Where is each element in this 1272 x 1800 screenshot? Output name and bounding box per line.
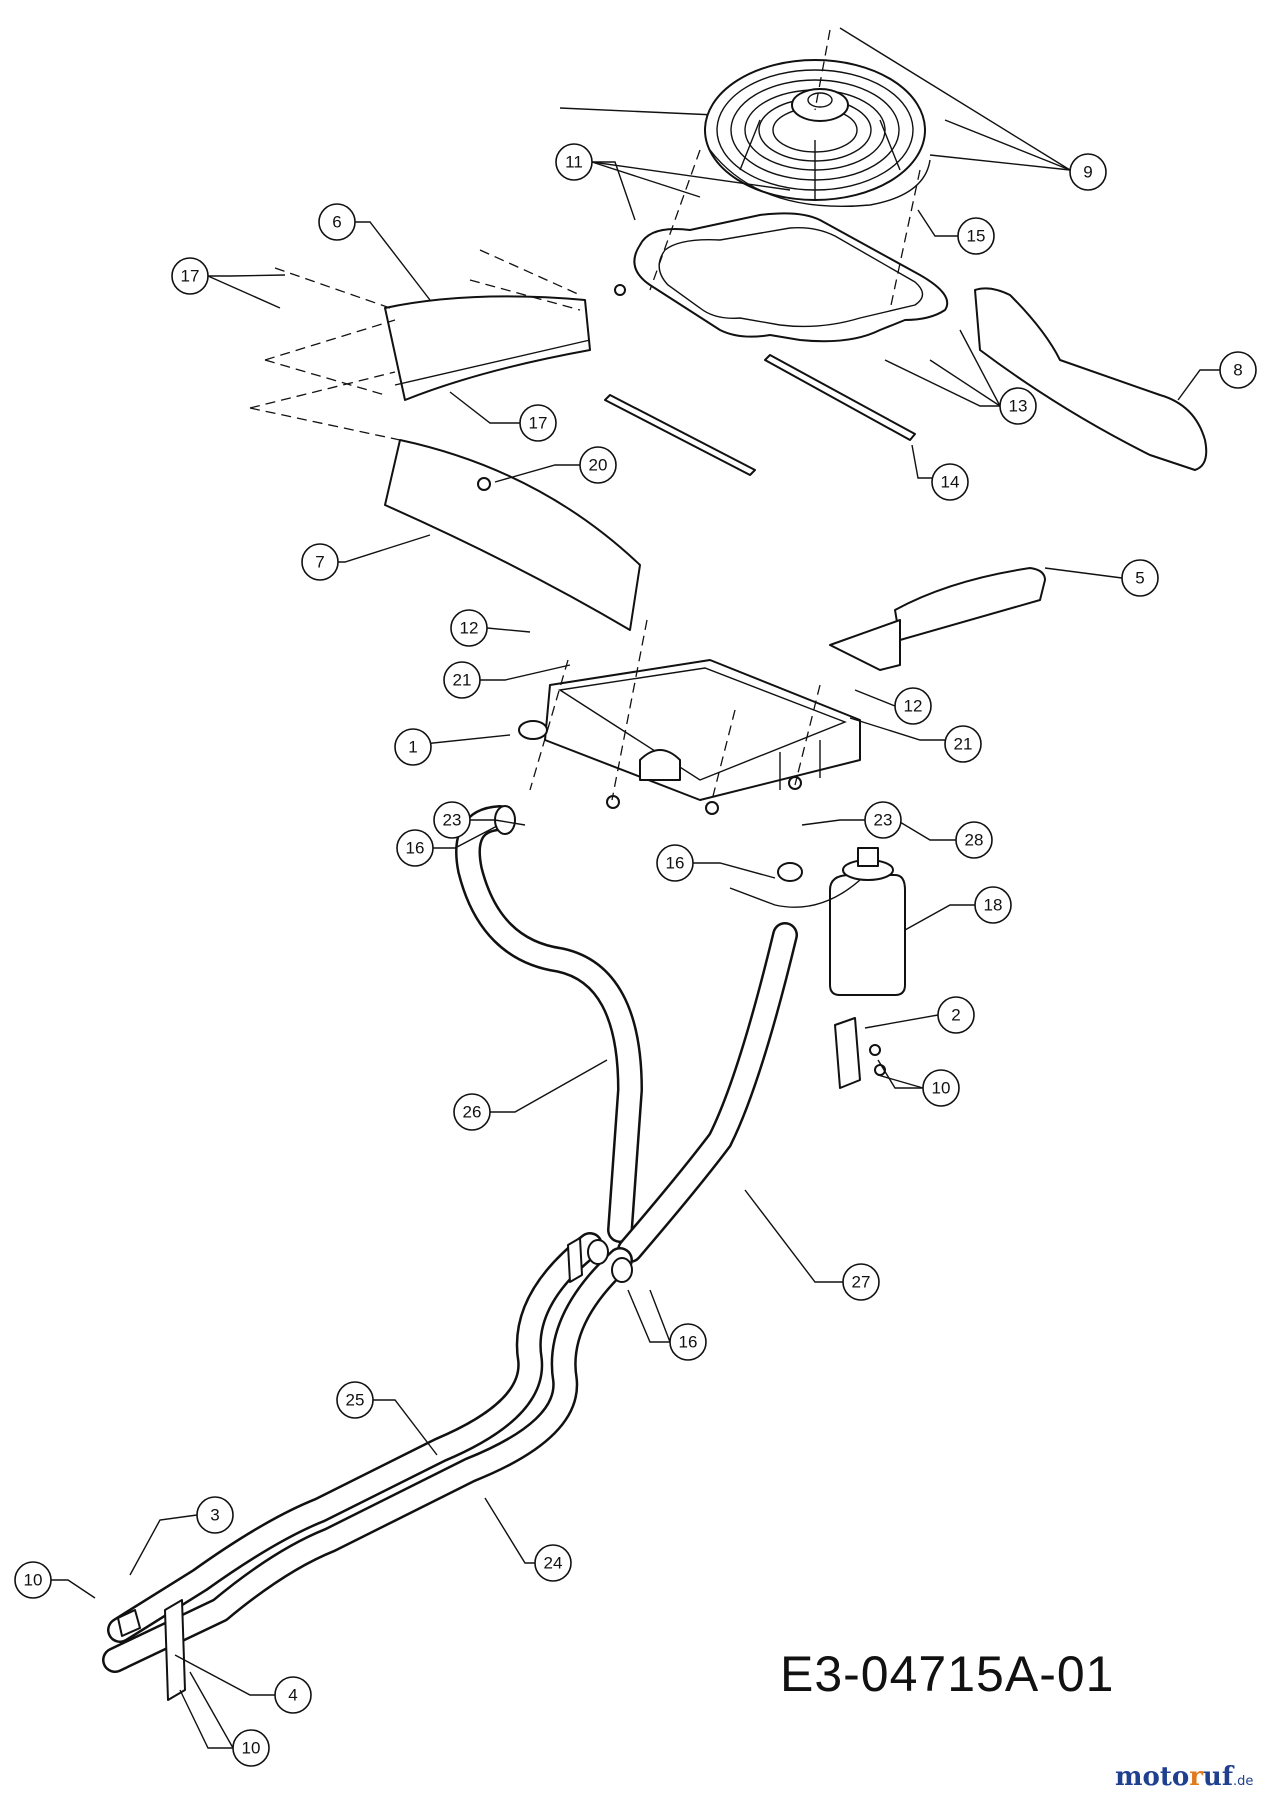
shroud-7 [384,439,641,631]
svg-text:26: 26 [463,1103,482,1122]
svg-text:27: 27 [852,1273,871,1292]
dash-lines-radiator [529,29,921,801]
callout-12-a: 12 [450,609,488,647]
svg-text:15: 15 [967,227,986,246]
callout-7: 7 [301,543,339,581]
callout-9: 9 [1069,153,1107,191]
svg-text:16: 16 [679,1333,698,1352]
callout-10-b: 10 [14,1561,52,1599]
svg-text:23: 23 [874,811,893,830]
svg-text:25: 25 [346,1391,365,1410]
svg-text:16: 16 [406,839,425,858]
bracket-2 [834,1017,886,1089]
leader-lines [43,27,1220,1749]
svg-text:10: 10 [242,1739,261,1758]
svg-text:2: 2 [951,1006,960,1025]
fan-motor [791,88,849,122]
hose-25 [107,1232,603,1643]
overflow-tube [729,879,861,908]
svg-text:12: 12 [460,619,479,638]
callout-28: 28 [955,821,993,859]
seal-strips [604,354,916,476]
callout-10-a: 10 [922,1069,960,1107]
callout-18: 18 [974,886,1012,924]
callout-2: 2 [937,996,975,1034]
hose-26 [455,805,643,1243]
shroud-5 [829,567,1046,671]
callout-25: 25 [336,1381,374,1419]
callout-1: 1 [394,728,432,766]
callout-6: 6 [318,203,356,241]
callout-23-b: 23 [864,801,902,839]
callout-24: 24 [534,1544,572,1582]
svg-text:28: 28 [965,831,984,850]
bracket-4 [164,1599,186,1701]
fan-assembly [559,59,931,208]
svg-text:6: 6 [332,213,341,232]
callout-3: 3 [196,1496,234,1534]
watermark-logo: motoruf.de [1115,1762,1254,1792]
callout-15: 15 [957,217,995,255]
callout-5: 5 [1121,559,1159,597]
callout-16-c: 16 [669,1323,707,1361]
callout-21-b: 21 [944,725,982,763]
svg-text:3: 3 [210,1506,219,1525]
callout-20: 20 [579,446,617,484]
hose-27 [617,922,798,1263]
svg-text:23: 23 [443,811,462,830]
svg-text:18: 18 [984,896,1003,915]
svg-text:7: 7 [315,553,324,572]
svg-text:14: 14 [941,473,960,492]
bracket-hose-mid [567,1237,583,1283]
callout-17-b: 17 [519,404,557,442]
overflow-bottle [829,847,906,996]
shroud-8 [974,287,1208,471]
svg-text:17: 17 [529,414,548,433]
callouts: 1 2 3 4 5 6 7 8 9 10 10 10 11 12 12 13 1… [14,143,1257,1767]
callout-17-a: 17 [171,257,209,295]
callout-12-b: 12 [894,687,932,725]
callout-4: 4 [274,1676,312,1714]
svg-text:16: 16 [666,854,685,873]
dash-lines-left [249,249,581,441]
callout-10-c: 10 [232,1729,270,1767]
callout-8: 8 [1219,351,1257,389]
svg-text:5: 5 [1135,569,1144,588]
radiator-frame [614,212,949,343]
svg-text:13: 13 [1009,397,1028,416]
drawing-code: E3-04715A-01 [780,1646,1115,1702]
callout-16-b: 16 [656,844,694,882]
svg-text:20: 20 [589,456,608,475]
callout-26: 26 [453,1093,491,1131]
callout-11: 11 [555,143,593,181]
callout-23-a: 23 [433,801,471,839]
hose-clamps [494,805,803,1283]
svg-text:4: 4 [288,1686,297,1705]
svg-text:10: 10 [24,1571,43,1590]
svg-text:8: 8 [1233,361,1242,380]
svg-text:1: 1 [408,738,417,757]
callout-27: 27 [842,1263,880,1301]
callout-14: 14 [931,463,969,501]
svg-text:12: 12 [904,697,923,716]
callout-16-a: 16 [396,829,434,867]
callout-21-a: 21 [443,661,481,699]
svg-text:21: 21 [453,671,472,690]
svg-text:10: 10 [932,1079,951,1098]
svg-text:17: 17 [181,267,200,286]
svg-text:11: 11 [565,153,583,172]
hose-24 [102,1247,633,1673]
svg-text:9: 9 [1083,163,1092,182]
svg-text:24: 24 [544,1554,563,1573]
svg-text:21: 21 [954,735,973,754]
callout-13: 13 [999,387,1037,425]
radiator [518,659,861,815]
bracket-3 [117,1609,141,1637]
shroud-6 [384,295,591,401]
